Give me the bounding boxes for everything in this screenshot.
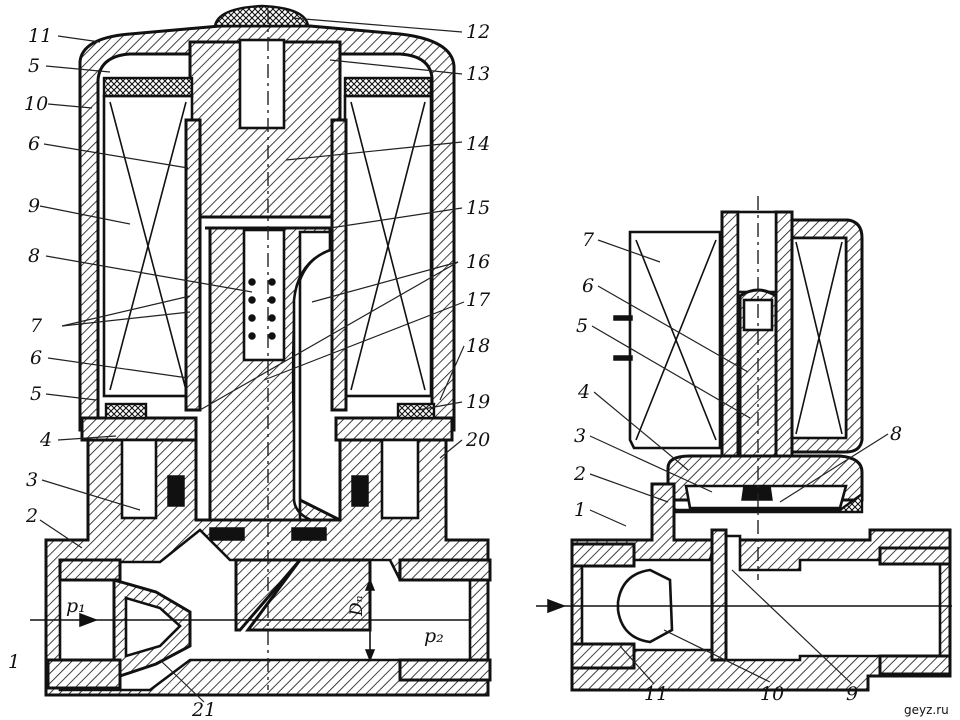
label-11: 11 (28, 25, 52, 47)
coil-left-cross (109, 101, 187, 391)
plunger-cavity (292, 230, 332, 530)
screw-left (120, 438, 158, 520)
diameter-arrows (364, 577, 376, 663)
diameter-label: Dₙ (347, 595, 367, 617)
sleeve-left (184, 118, 202, 412)
label-4: 4 (39, 429, 52, 451)
right-label-8: 8 (890, 423, 902, 445)
label-9: 9 (28, 195, 40, 217)
right-label-9: 9 (846, 683, 858, 705)
label-10: 10 (24, 93, 48, 115)
label-18: 18 (466, 335, 490, 357)
label-6-bottom: 6 (30, 347, 42, 369)
left-leaders (39, 17, 465, 703)
label-7: 7 (30, 315, 43, 337)
outlet-thread-top (398, 558, 492, 582)
right-coil-left-cross (635, 239, 717, 441)
right-tube-bore (736, 210, 778, 294)
right-tube-left (720, 210, 740, 464)
label-3: 3 (26, 469, 38, 491)
right-partition (710, 528, 728, 662)
label-20: 20 (465, 429, 490, 451)
flow-arrow (79, 612, 99, 628)
right-label-1: 1 (574, 499, 586, 521)
right-label-2: 2 (573, 463, 586, 485)
insulation-top-left (102, 76, 194, 98)
label-2: 2 (25, 505, 38, 527)
label-19: 19 (466, 391, 490, 413)
housing-cap (78, 24, 456, 432)
right-label-11: 11 (644, 683, 668, 705)
washer-left (104, 402, 148, 420)
label-21: 21 (191, 699, 216, 720)
terminal-pin-top (613, 315, 633, 321)
watermark: geyz.ru (904, 703, 949, 717)
sleeve-right (330, 118, 348, 412)
label-13: 13 (466, 63, 490, 85)
right-coil-right-cross (795, 241, 843, 435)
label-17: 17 (466, 289, 491, 311)
outlet-thread-bottom (398, 658, 492, 682)
right-inlet-thread-top (570, 542, 636, 568)
label-14: 14 (466, 133, 490, 155)
right-label-6: 6 (582, 275, 594, 297)
right-valve-section: 7 6 5 4 3 2 1 8 9 10 11 (536, 196, 952, 705)
right-label-7: 7 (582, 229, 595, 251)
stem-bore (238, 38, 286, 130)
strainer-core (124, 596, 182, 658)
washer-right (396, 402, 436, 420)
inlet-thread-top (58, 558, 122, 582)
right-tube-right (774, 210, 794, 464)
right-label-10: 10 (760, 683, 784, 705)
left-label-group: 11 5 10 6 9 8 7 6 5 4 3 2 1 (8, 25, 52, 673)
label-5-bottom: 5 (30, 383, 42, 405)
label-5-top: 5 (28, 55, 40, 77)
pad-left (209, 527, 245, 541)
terminal-pin-bottom (613, 355, 633, 361)
pressure-in-label: p₁ (66, 595, 86, 617)
top-button (213, 4, 310, 28)
label-16: 16 (466, 251, 490, 273)
screw-right (380, 438, 420, 520)
right-label-group: 12 13 14 15 16 17 18 19 20 21 (191, 21, 491, 720)
seat-left (234, 558, 304, 632)
seal-left (167, 475, 185, 507)
spring-block (242, 228, 286, 362)
label-15: 15 (466, 197, 490, 219)
right-flow-arrow (547, 598, 567, 614)
right-label-5: 5 (576, 315, 588, 337)
right-label-group: 7 6 5 4 3 2 1 8 9 10 11 (573, 229, 902, 705)
right-label-3: 3 (574, 425, 586, 447)
seal-right (351, 475, 369, 507)
pressure-out-label: p₂ (424, 625, 444, 647)
label-6-top: 6 (28, 133, 40, 155)
right-outlet-thread-top (878, 546, 952, 566)
spring-dots (248, 278, 276, 340)
bottom-plate-right (334, 416, 454, 442)
inlet-thread-bottom (46, 658, 122, 690)
right-leaders (589, 239, 889, 685)
coil-right-cross (350, 101, 426, 391)
label-12: 12 (466, 21, 490, 43)
label-1: 1 (8, 651, 20, 673)
right-inlet-thread-bottom (570, 642, 636, 670)
right-label-4: 4 (577, 381, 590, 403)
right-outlet-thread-bottom (878, 654, 952, 676)
right-pilot-seat (741, 485, 773, 501)
insulation-top-right (343, 76, 433, 98)
label-8: 8 (28, 245, 40, 267)
pad-right (291, 527, 327, 541)
left-valve-section: 11 5 10 6 9 8 7 6 5 4 3 2 1 12 13 14 15 … (8, 4, 492, 720)
